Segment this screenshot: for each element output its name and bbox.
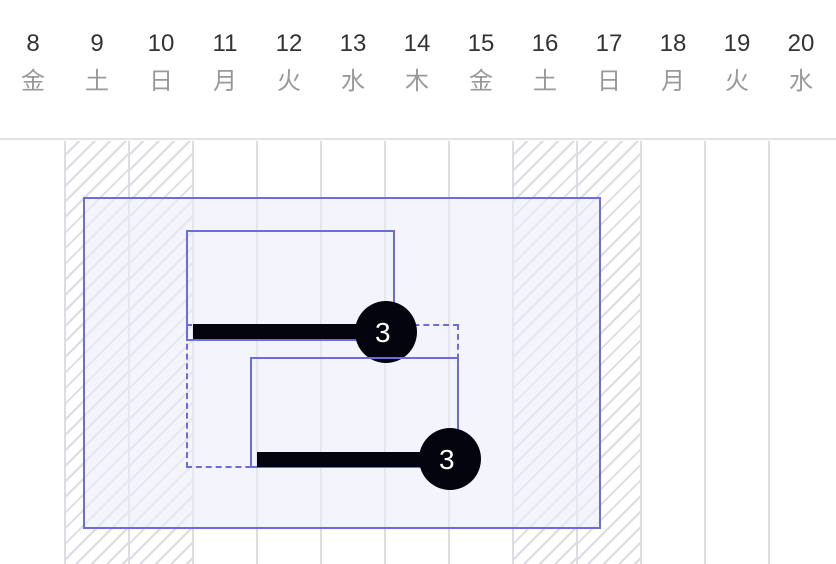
task-bar-2[interactable] [257, 452, 449, 467]
day-number: 17 [595, 30, 623, 57]
day-header-14: 14 木 [385, 28, 449, 98]
task-count-badge-2[interactable] [419, 428, 481, 490]
day-header-20: 20 水 [769, 28, 833, 98]
day-number: 9 [90, 30, 104, 57]
day-of-week: 日 [597, 67, 621, 95]
day-of-week: 水 [341, 67, 365, 95]
day-of-week: 火 [277, 67, 301, 95]
task-count-1: 3 [375, 317, 391, 348]
day-number: 8 [26, 30, 40, 57]
day-of-week: 水 [789, 67, 813, 95]
day-of-week: 火 [725, 67, 749, 95]
day-header-15: 15 金 [449, 28, 513, 98]
grid-line [64, 141, 66, 564]
day-of-week: 金 [469, 67, 493, 95]
day-column[interactable] [769, 141, 833, 564]
day-number: 16 [531, 30, 559, 57]
day-header-18: 18 月 [641, 28, 705, 98]
day-of-week: 木 [405, 67, 429, 95]
day-header-10: 10 日 [129, 28, 193, 98]
grid-line [768, 141, 770, 564]
day-of-week: 金 [21, 67, 45, 95]
day-column[interactable] [641, 141, 705, 564]
day-header-16: 16 土 [513, 28, 577, 98]
day-number: 19 [723, 30, 751, 57]
task-count-2: 3 [439, 444, 455, 475]
day-number: 13 [339, 30, 367, 57]
task-bar-1[interactable] [193, 324, 385, 339]
day-column[interactable] [1, 141, 65, 564]
day-number: 10 [147, 30, 175, 57]
grid-line [640, 141, 642, 564]
task-box-2[interactable] [250, 357, 459, 468]
day-of-week: 月 [661, 67, 685, 95]
selection-area[interactable] [83, 197, 601, 529]
day-header-17: 17 日 [577, 28, 641, 98]
day-of-week: 日 [149, 67, 173, 95]
day-of-week: 土 [533, 67, 557, 95]
day-header-12: 12 火 [257, 28, 321, 98]
grid-line [704, 141, 706, 564]
day-header-13: 13 水 [321, 28, 385, 98]
task-count-badge-1[interactable] [355, 301, 417, 363]
day-number: 14 [403, 30, 431, 57]
day-number: 11 [212, 30, 238, 57]
day-header-19: 19 火 [705, 28, 769, 98]
day-number: 15 [467, 30, 495, 57]
day-of-week: 土 [85, 67, 109, 95]
day-number: 12 [275, 30, 303, 57]
day-number: 20 [787, 30, 815, 57]
day-number: 18 [659, 30, 687, 57]
day-of-week: 月 [213, 67, 237, 95]
task-box-1[interactable] [186, 230, 395, 341]
day-column[interactable] [705, 141, 769, 564]
day-header-11: 11 月 [193, 28, 257, 98]
